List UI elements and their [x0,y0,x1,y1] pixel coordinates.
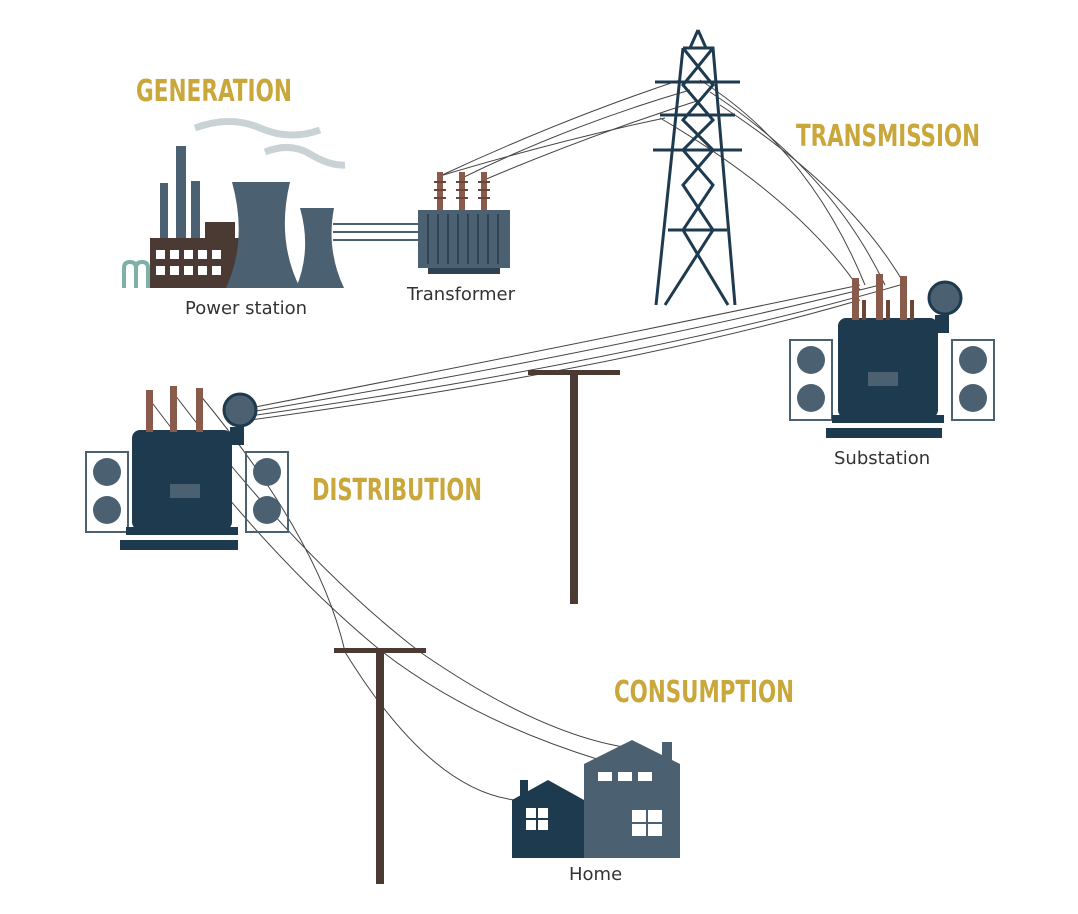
stage-label-transmission: TRANSMISSION [796,119,980,154]
transformer-icon [418,172,510,274]
utility-pole-icon [334,648,426,884]
power-lines [149,79,906,801]
caption-power-station: Power station [185,298,307,319]
house-icon [512,740,680,858]
distribution-transformer-icon [85,386,289,550]
stage-label-consumption: CONSUMPTION [614,675,794,710]
power-station-icon [122,118,420,288]
transmission-tower-icon [653,29,742,306]
substation-icon [789,274,995,438]
stage-label-distribution: DISTRIBUTION [312,473,482,508]
utility-pole-icon [528,370,620,604]
stage-label-generation: GENERATION [136,74,292,109]
caption-transformer: Transformer [406,284,516,305]
caption-home: Home [569,864,622,885]
caption-substation: Substation [834,448,930,469]
